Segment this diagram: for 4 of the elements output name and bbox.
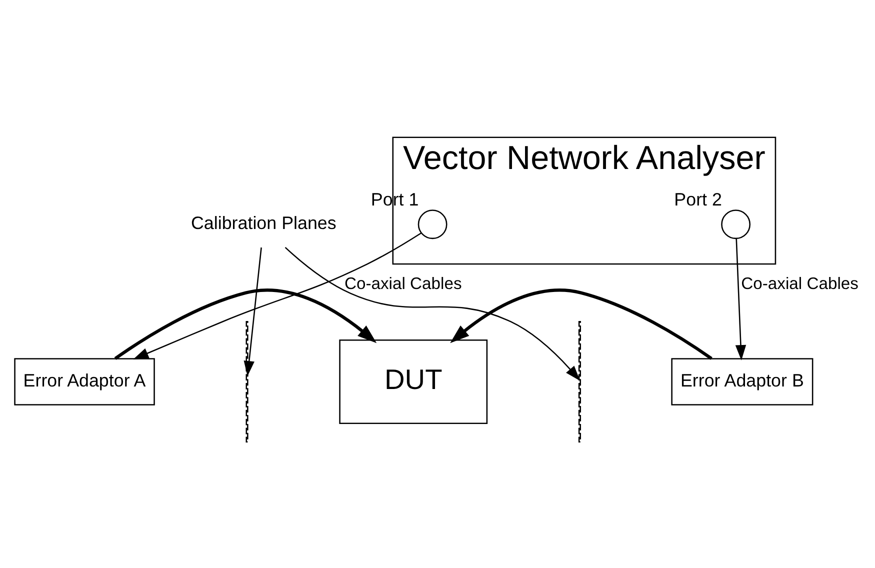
node-label: Port 2 [674, 188, 722, 209]
node-text: Calibration Planes [190, 212, 336, 233]
edge-label: Co-axial Cables [344, 273, 462, 292]
edge-label: Co-axial Cables [740, 273, 858, 292]
